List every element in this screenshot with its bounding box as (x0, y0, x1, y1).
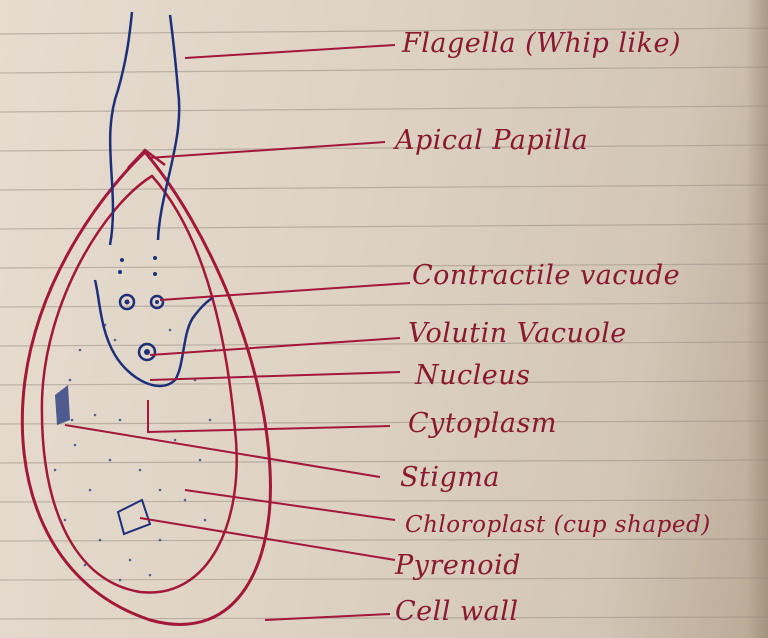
pyrenoid (118, 500, 150, 534)
label-cell-wall: Cell wall (395, 596, 518, 627)
leader-flagella (185, 45, 395, 58)
leader-cell-wall (265, 614, 390, 620)
leader-cytoplasm (148, 400, 390, 432)
label-volutin-vacuole: Volutin Vacuole (408, 318, 627, 349)
leader-stigma (65, 425, 380, 477)
label-apical-papilla: Apical Papilla (395, 125, 588, 156)
cytoplasm-dots (54, 324, 217, 582)
label-stigma: Stigma (400, 462, 500, 493)
label-nucleus: Nucleus (415, 360, 531, 391)
label-pyrenoid: Pyrenoid (395, 550, 521, 581)
leader-contractile-vacuole (160, 283, 410, 300)
leader-chloroplast (185, 490, 395, 520)
page-edge-shadow (746, 0, 768, 638)
label-contractile-vacuole: Contractile vacude (412, 260, 680, 291)
label-chloroplast: Chloroplast (cup shaped) (405, 512, 711, 538)
stigma (55, 385, 70, 425)
label-cytoplasm: Cytoplasm (408, 408, 557, 439)
cell-wall-outline (22, 152, 270, 624)
leader-nucleus (150, 372, 400, 380)
flagellum-left (110, 12, 132, 245)
flagellum-right (158, 15, 179, 240)
leader-volutin-vacuole (150, 338, 400, 355)
label-flagella: Flagella (Whip like) (402, 28, 681, 59)
leader-apical-papilla (148, 142, 385, 158)
